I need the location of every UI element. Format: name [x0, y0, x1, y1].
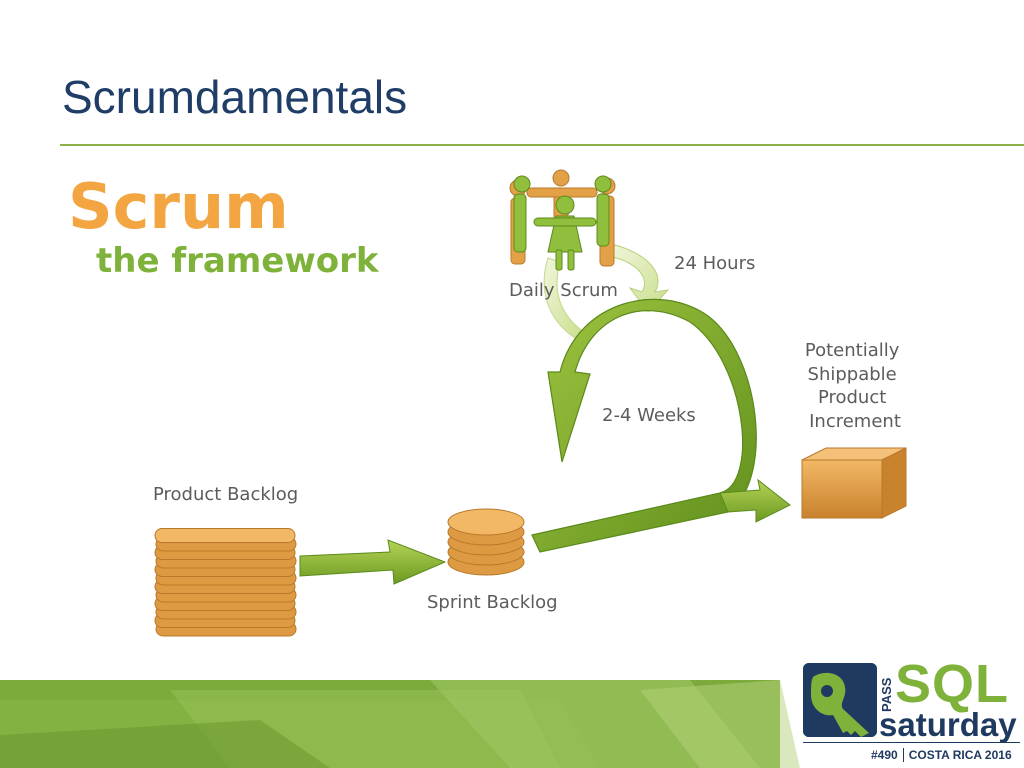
sprint-backlog-label: Sprint Backlog: [427, 592, 558, 613]
sprint-backlog-item: [447, 508, 525, 536]
framework-subheading: the framework: [96, 241, 380, 281]
sprint-backlog-stack: [447, 508, 525, 576]
product-backlog-item: [154, 528, 296, 543]
daily-scrum-label: Daily Scrum: [509, 280, 618, 301]
team-people-icon: [509, 169, 616, 271]
product-increment-box: [801, 447, 907, 519]
sprint-cycle-arrow: [531, 298, 791, 553]
event-number: #490: [871, 748, 898, 762]
sprint-duration-label: 2-4 Weeks: [602, 405, 696, 426]
slide-title: Scrumdamentals: [62, 71, 408, 123]
scrum-heading: Scrum: [68, 170, 289, 243]
backlog-to-sprint-arrow: [299, 539, 447, 585]
event-location: COSTA RICA 2016: [908, 748, 1012, 762]
logo-saturday-text: saturday: [879, 706, 1017, 743]
increment-label-line-4: Increment: [809, 411, 901, 432]
logo-divider: [803, 742, 1020, 743]
increment-label: Potentially Shippable Product Increment: [805, 340, 905, 432]
increment-label-line-1: Potentially: [805, 340, 900, 361]
title-divider: [60, 144, 1024, 146]
increment-label-line-3: Product: [818, 387, 886, 408]
logo-sql-text: SQL: [895, 654, 1010, 714]
twenty-four-hours-label: 24 Hours: [674, 253, 755, 274]
increment-label-line-2: Shippable: [808, 364, 897, 385]
event-info: #490 COSTA RICA 2016: [871, 748, 1012, 762]
logo-key-icon: [803, 663, 877, 737]
product-backlog-stack: [154, 528, 297, 637]
event-separator: [902, 748, 904, 762]
product-backlog-label: Product Backlog: [153, 484, 298, 505]
